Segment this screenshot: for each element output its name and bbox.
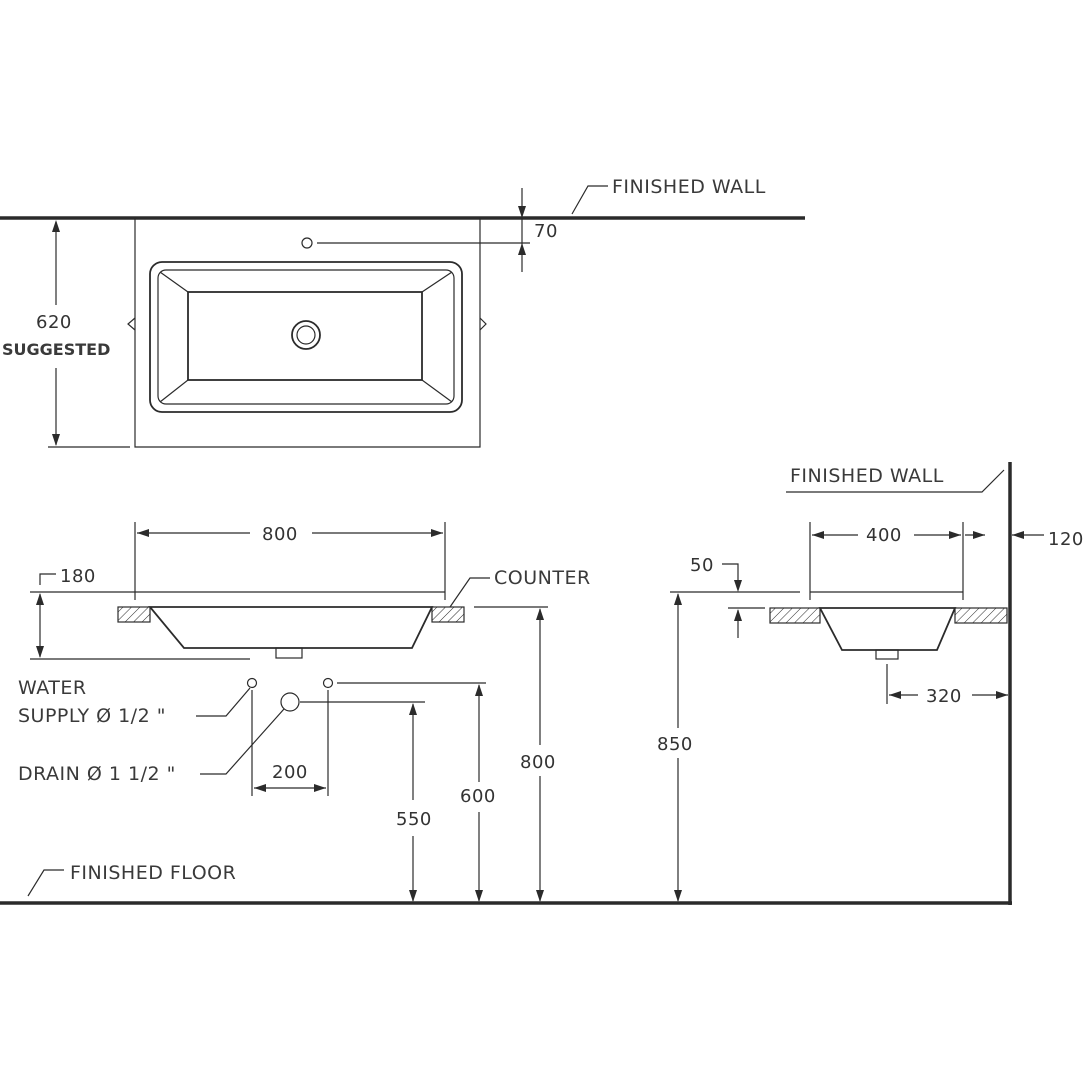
finished-floor-label: FINISHED FLOOR xyxy=(70,862,236,884)
break-mark-right xyxy=(479,317,487,331)
arrow xyxy=(409,703,417,715)
finished-floor-leader xyxy=(27,869,64,897)
dim-550-text: 550 xyxy=(396,809,432,830)
water-supply-left xyxy=(246,677,258,689)
arrow xyxy=(674,593,682,605)
basin-body-front xyxy=(148,606,434,649)
side-elevation: FINISHED WALL 400 120 50 xyxy=(657,462,1084,905)
drain-outlet xyxy=(291,320,321,350)
break-mark-left xyxy=(127,317,136,331)
arrow xyxy=(254,784,266,792)
dim-70-text: 70 xyxy=(534,221,558,242)
dim-800-width-text: 800 xyxy=(262,524,298,545)
dim-50-text: 50 xyxy=(690,555,714,576)
countertop-outline xyxy=(134,218,481,448)
side-finished-wall-label: FINISHED WALL xyxy=(790,465,944,487)
arrow xyxy=(949,531,961,539)
drain-leader xyxy=(200,708,285,775)
basin-body-side xyxy=(818,607,957,651)
arrow xyxy=(52,434,60,446)
arrow xyxy=(1012,531,1024,539)
drain-label: DRAIN Ø 1 1/2 " xyxy=(18,763,176,785)
arrow xyxy=(536,608,544,620)
arrow xyxy=(812,531,824,539)
arrow xyxy=(996,691,1008,699)
finished-wall-leader xyxy=(571,185,608,215)
finished-wall-label: FINISHED WALL xyxy=(612,176,766,198)
arrow xyxy=(518,243,526,255)
arrow xyxy=(36,646,44,658)
dim-120-text: 120 xyxy=(1048,529,1084,550)
arrow xyxy=(431,529,443,537)
counter-leader xyxy=(449,577,490,608)
arrow xyxy=(518,206,526,218)
counter-section-left xyxy=(117,606,151,623)
basin-bevel xyxy=(159,271,189,293)
water-supply-leader xyxy=(196,687,251,717)
dim-200-text: 200 xyxy=(272,762,308,783)
dim-850-text: 850 xyxy=(657,734,693,755)
basin-bevel xyxy=(421,379,453,403)
dim-180-leader xyxy=(39,573,56,585)
dim-400-text: 400 xyxy=(866,525,902,546)
arrow xyxy=(536,890,544,902)
water-supply-label-line2: SUPPLY Ø 1/2 " xyxy=(18,705,166,727)
water-supply-right xyxy=(322,677,334,689)
plan-view: FINISHED WALL 70 620 SUGGESTED xyxy=(0,176,805,448)
arrow xyxy=(973,531,985,539)
side-counter-section-right xyxy=(954,607,1008,624)
basin-bevel xyxy=(421,271,453,293)
basin-outer-rim xyxy=(149,261,463,413)
dim-180-text: 180 xyxy=(60,566,96,587)
dim-600-text: 600 xyxy=(460,786,496,807)
arrow xyxy=(475,684,483,696)
basin-inner-rim xyxy=(157,269,455,405)
dim-320-text: 320 xyxy=(926,686,962,707)
water-supply-label-line1: WATER xyxy=(18,677,87,699)
dim-620-text: 620 xyxy=(36,312,72,333)
drain-pipe xyxy=(280,692,300,712)
basin-bevel xyxy=(159,379,189,403)
dim-50-leader xyxy=(722,563,739,580)
side-finished-wall-underline xyxy=(786,469,1005,493)
arrow xyxy=(889,691,901,699)
arrow xyxy=(475,890,483,902)
arrow xyxy=(734,580,742,592)
arrow xyxy=(137,529,149,537)
basin-waste-stub xyxy=(275,647,303,659)
basin-bowl xyxy=(187,291,423,381)
arrow xyxy=(52,220,60,232)
side-counter-section-left xyxy=(769,607,821,624)
drain-outlet-inner xyxy=(296,325,316,345)
suggested-label: SUGGESTED xyxy=(2,340,110,359)
arrow xyxy=(674,890,682,902)
arrow xyxy=(409,890,417,902)
tap-hole xyxy=(301,237,313,249)
counter-section-right xyxy=(431,606,465,623)
counter-label: COUNTER xyxy=(494,567,591,589)
dim-800-height-text: 800 xyxy=(520,752,556,773)
front-elevation: FINISHED FLOOR 800 COUNTER 180 WATER xyxy=(0,522,1012,905)
side-waste-stub xyxy=(875,649,899,660)
arrow xyxy=(36,593,44,605)
arrow xyxy=(314,784,326,792)
arrow xyxy=(734,609,742,621)
